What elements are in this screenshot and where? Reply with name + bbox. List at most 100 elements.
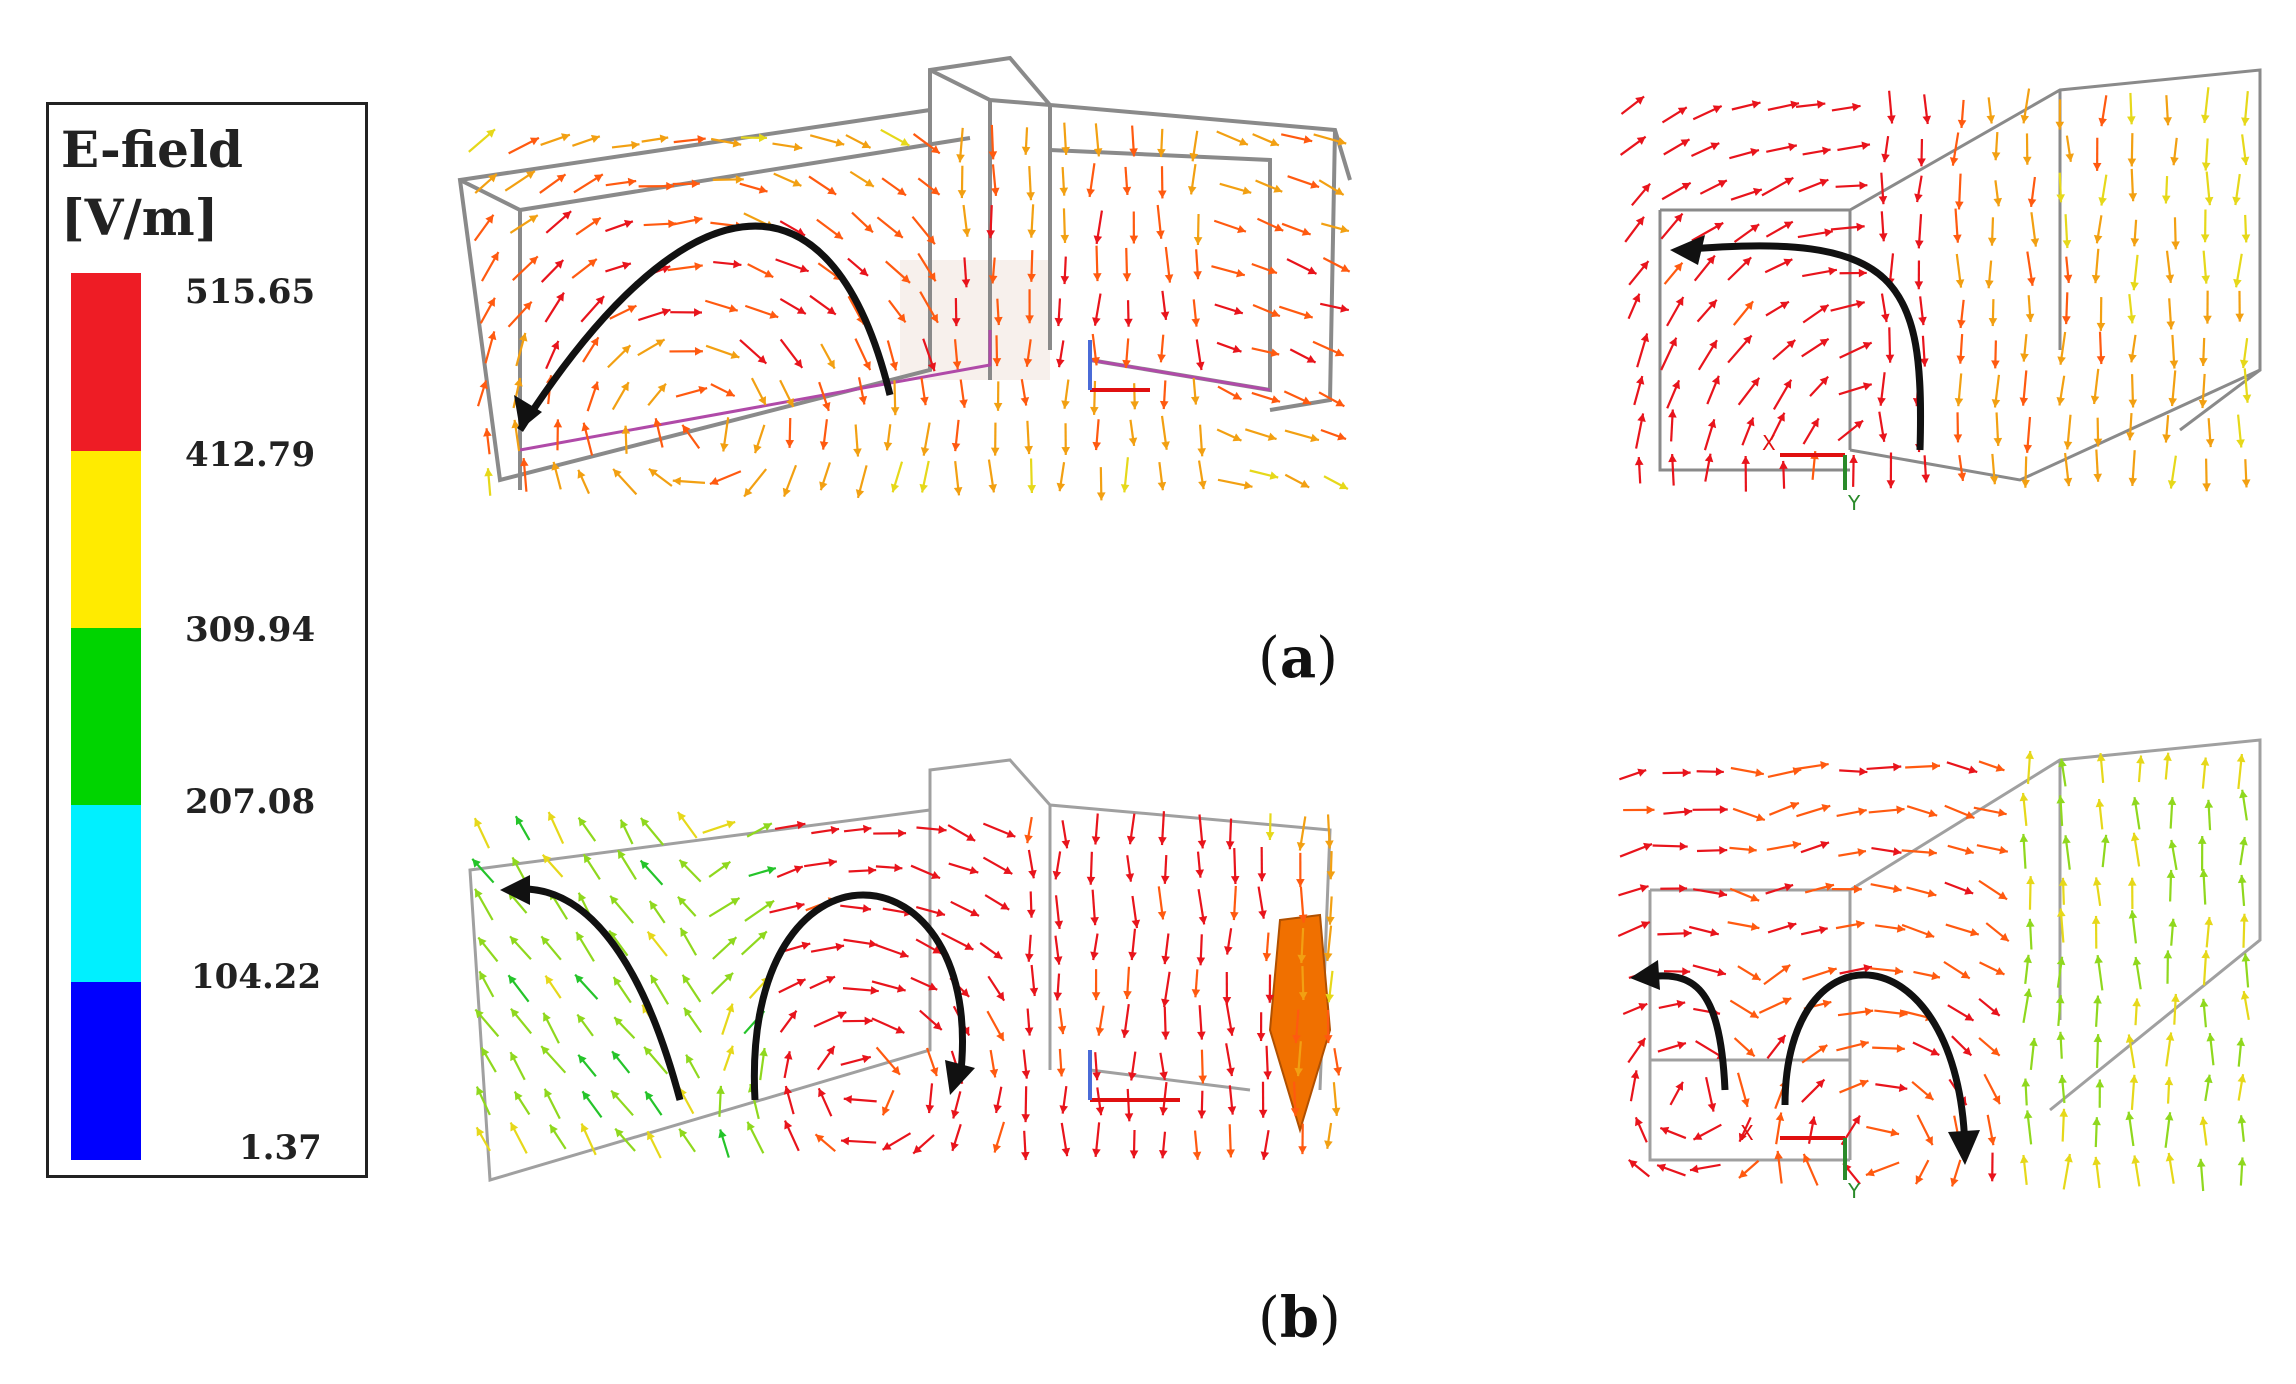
legend-tick-1: 412.79 bbox=[185, 435, 316, 475]
field-vector-head bbox=[1265, 994, 1275, 1003]
field-vector-head bbox=[930, 186, 940, 195]
field-vector-head bbox=[2166, 321, 2176, 330]
field-vector-head bbox=[2131, 797, 2140, 806]
field-vector-head bbox=[1821, 804, 1831, 813]
field-vector-head bbox=[1675, 1081, 1683, 1091]
field-vector-head bbox=[1750, 893, 1760, 902]
field-vector-head bbox=[1755, 813, 1765, 822]
field-vector-head bbox=[1668, 454, 1677, 463]
field-vector-head bbox=[2093, 438, 2103, 447]
field-vector-head bbox=[595, 296, 605, 305]
field-vector-head bbox=[2025, 313, 2035, 322]
field-vector-head bbox=[1086, 876, 1096, 885]
field-vector-head bbox=[926, 235, 935, 245]
field-vector-head bbox=[1298, 914, 1308, 923]
field-vector-head bbox=[1719, 805, 1728, 814]
field-vector-head bbox=[2136, 755, 2145, 764]
field-vector-head bbox=[1781, 964, 1791, 974]
field-vector-head bbox=[2204, 916, 2214, 926]
field-vector-head bbox=[1060, 234, 1070, 243]
field-vector-head bbox=[2127, 158, 2137, 167]
field-vector-head bbox=[1226, 1149, 1235, 1158]
field-vector-head bbox=[1711, 375, 1720, 385]
field-vector-head bbox=[1738, 1132, 1747, 1142]
field-vector-head bbox=[2131, 1155, 2140, 1164]
field-vector-head bbox=[657, 383, 666, 393]
field-vector-head bbox=[2128, 193, 2138, 202]
field-vector-head bbox=[881, 1106, 890, 1116]
field-vector-head bbox=[1197, 1110, 1207, 1119]
field-vector-head bbox=[2127, 116, 2136, 125]
field-vector-head bbox=[1964, 1012, 1974, 1021]
legend-tick-4: 104.22 bbox=[191, 957, 322, 997]
field-vector-head bbox=[590, 337, 599, 347]
field-vector-head bbox=[542, 854, 552, 864]
field-vector-head bbox=[801, 941, 811, 950]
field-vector-head bbox=[1777, 1035, 1786, 1045]
field-vector-head bbox=[1092, 273, 1102, 282]
field-vector-head bbox=[1061, 400, 1070, 409]
field-vector-head bbox=[936, 908, 945, 918]
field-vector-head bbox=[2125, 432, 2135, 441]
field-vector-head bbox=[1998, 891, 2008, 900]
field-vector-head bbox=[1298, 991, 1308, 1000]
field-vector-head bbox=[2127, 315, 2136, 324]
field-vector-head bbox=[1323, 1035, 1333, 1044]
field-vector-head bbox=[1298, 1146, 1307, 1155]
field-vector-head bbox=[1917, 158, 1926, 167]
field-vector-head bbox=[2023, 1110, 2033, 1119]
field-vector-head bbox=[515, 816, 524, 826]
field-vector-head bbox=[920, 447, 930, 456]
field-vector-head bbox=[1324, 1140, 1333, 1149]
field-vector-head bbox=[644, 1046, 653, 1056]
field-vector-head bbox=[544, 1088, 553, 1098]
field-vector-head bbox=[993, 950, 1003, 959]
field-vector-head bbox=[1027, 273, 1036, 282]
field-vector-head bbox=[1197, 840, 1207, 849]
field-vector-head bbox=[1955, 279, 1965, 288]
field-vector-head bbox=[2204, 196, 2214, 206]
field-vector-head bbox=[986, 230, 996, 239]
field-vector-head bbox=[612, 1051, 621, 1061]
field-vector-head bbox=[1128, 1072, 1137, 1081]
field-vector-head bbox=[677, 812, 687, 821]
field-vector-head bbox=[620, 382, 629, 392]
field-vector-head bbox=[1334, 187, 1344, 195]
field-vector-head bbox=[682, 424, 691, 434]
field-vector-head bbox=[1268, 266, 1277, 275]
field-vector-head bbox=[1878, 433, 1888, 442]
field-vector-head bbox=[1021, 1151, 1030, 1161]
field-vector-head bbox=[591, 381, 600, 391]
field-vector-head bbox=[2241, 117, 2250, 126]
field-vector-head bbox=[1990, 1047, 2000, 1056]
field-vector-head bbox=[2239, 913, 2249, 922]
field-vector-head bbox=[1706, 255, 1715, 265]
field-vector-head bbox=[475, 888, 483, 898]
field-vector-head bbox=[728, 304, 738, 313]
field-vector-head bbox=[1271, 395, 1281, 404]
field-vector-head bbox=[1779, 460, 1788, 469]
field-vector-head bbox=[1924, 1091, 1934, 1100]
field-vector-head bbox=[617, 850, 626, 860]
field-vector-head bbox=[882, 1142, 892, 1150]
field-vector-head bbox=[840, 1136, 850, 1146]
panel-b-left-svg bbox=[468, 758, 1342, 1182]
field-vector-head bbox=[1707, 1102, 1717, 1112]
field-vector-head bbox=[1677, 1041, 1686, 1050]
field-vector-head bbox=[2096, 355, 2106, 365]
field-vector-head bbox=[1748, 845, 1757, 854]
field-vector-head bbox=[2132, 957, 2142, 966]
field-vector-head bbox=[1323, 952, 1333, 962]
field-vector-head bbox=[490, 252, 499, 262]
field-vector-head bbox=[2168, 397, 2178, 407]
flow-arrowhead bbox=[514, 395, 542, 430]
field-vector-head bbox=[647, 931, 656, 941]
field-vector-head bbox=[1230, 875, 1240, 885]
field-vector-head bbox=[960, 988, 970, 997]
field-vector-head bbox=[1122, 359, 1131, 369]
field-vector-head bbox=[2019, 792, 2029, 802]
field-vector-head bbox=[1297, 954, 1307, 963]
field-vector-head bbox=[1920, 358, 1929, 367]
field-vector-head bbox=[1669, 337, 1677, 347]
field-vector-head bbox=[1326, 871, 1336, 880]
